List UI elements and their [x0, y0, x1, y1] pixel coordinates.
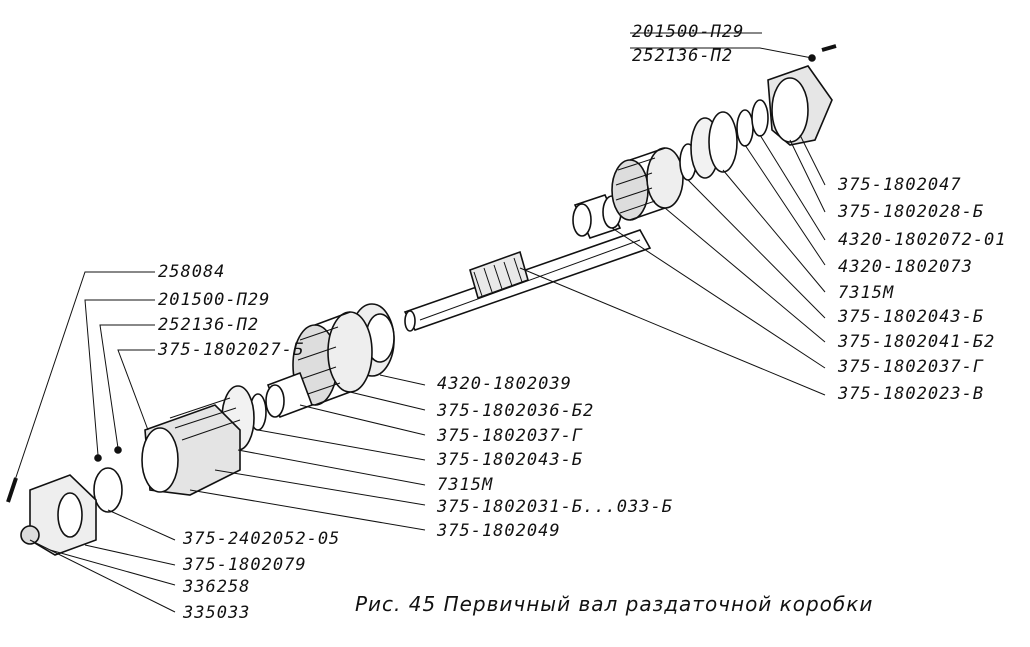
leader-lines — [9, 32, 826, 613]
label-r2: 375-1802028-Б — [838, 202, 985, 222]
label-top-washer: 252136-П2 — [632, 46, 734, 66]
right-gear — [611, 147, 684, 221]
label-l1: 258084 — [158, 262, 226, 282]
label-m3: 375-1802037-Г — [437, 426, 584, 446]
label-r1: 375-1802047 — [838, 175, 962, 195]
figure-caption: Рис. 45 Первичный вал раздаточной коробк… — [355, 592, 874, 616]
label-m4: 375-1802043-Б — [437, 450, 584, 470]
label-l3: 252136-П2 — [158, 315, 260, 335]
right-rings — [679, 99, 769, 181]
label-b1: 375-2402052-05 — [183, 529, 341, 549]
left-bushing — [265, 371, 314, 419]
label-m7: 375-1802049 — [437, 521, 561, 541]
label-r3: 4320-1802072-01 — [838, 230, 1007, 250]
label-r8: 375-1802037-Г — [838, 357, 985, 377]
label-l2: 201500-П29 — [158, 290, 271, 310]
label-m1: 4320-1802039 — [437, 374, 572, 394]
right-cover — [767, 44, 837, 146]
label-r5: 7315М — [838, 283, 895, 303]
label-r7: 375-1802041-Б2 — [838, 332, 996, 352]
label-b4: 335033 — [183, 603, 251, 623]
label-m6: 375-1802031-Б...033-Б — [437, 497, 673, 517]
label-top-bolt: 201500-П29 — [632, 22, 745, 42]
label-r4: 4320-1802073 — [838, 257, 973, 277]
label-l4: 375-1802027-Б — [158, 340, 305, 360]
label-b3: 336258 — [183, 577, 251, 597]
label-r9: 375-1802023-В — [838, 384, 985, 404]
label-m5: 7315М — [437, 475, 494, 495]
label-m2: 375-1802036-Б2 — [437, 401, 595, 421]
shaft — [403, 229, 652, 332]
label-r6: 375-1802043-Б — [838, 307, 985, 327]
label-b2: 375-1802079 — [183, 555, 307, 575]
left-seal — [93, 467, 123, 513]
left-housing — [141, 397, 241, 496]
